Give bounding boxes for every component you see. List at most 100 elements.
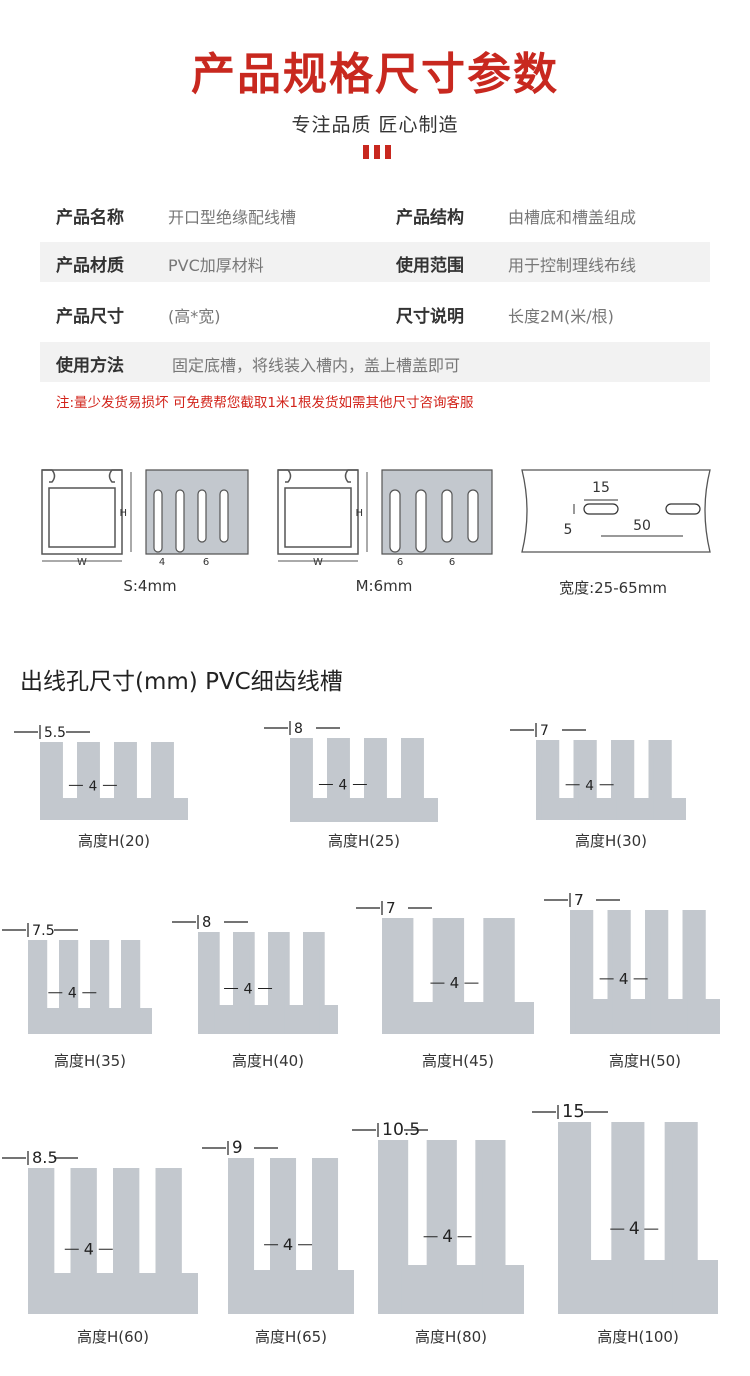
comb-height-label: 高度H(30) <box>574 832 648 850</box>
comb-tooth-neck <box>118 1194 134 1314</box>
top-width-label: 7.5 <box>32 923 55 939</box>
dimension-arrow <box>532 1105 608 1119</box>
dimension-arrow <box>352 1123 428 1137</box>
comb-tooth-neck <box>125 957 136 1034</box>
page-title: 产品规格尺寸参数 <box>191 49 559 100</box>
top-width-label: 10.5 <box>382 1120 420 1140</box>
dimension-arrow <box>264 721 340 735</box>
spec-row-2: 产品材质 PVC加厚材料 使用范围 用于控制理线布线 <box>40 242 710 282</box>
comb-base <box>228 1270 354 1314</box>
dimension-arrow <box>14 725 90 739</box>
m-bar-label: 6 <box>449 557 455 568</box>
comb-tooth-neck <box>482 1171 499 1314</box>
comb-base <box>536 798 686 820</box>
comb-height-label: 高度H(60) <box>76 1328 150 1346</box>
spec-key: 产品结构 <box>396 208 464 228</box>
comb-height-label: 高度H(25) <box>327 832 401 850</box>
comb-profile: 8.54 <box>2 1148 198 1314</box>
comb-tooth-neck <box>384 1171 402 1314</box>
comb-tooth-neck <box>32 957 43 1034</box>
top-width-label: 7 <box>540 723 549 739</box>
gap-label: 4 <box>283 1235 293 1254</box>
spec-key: 产品尺寸 <box>56 307 124 327</box>
w-label: W <box>313 557 323 568</box>
s-caption: S:4mm <box>123 577 177 595</box>
comb-base <box>378 1265 524 1314</box>
comb-profile: 154 <box>532 1101 718 1314</box>
s-bar-label: 6 <box>203 557 209 568</box>
spec-row-3: 产品尺寸 (高*宽) 尺寸说明 长度2M(米/根) <box>40 293 710 333</box>
spec-value: 固定底槽，将线装入槽内，盖上槽盖即可 <box>172 356 461 375</box>
hole-width-label: 15 <box>592 480 610 496</box>
comb-tooth-neck <box>653 754 667 820</box>
comb-height-label: 高度H(35) <box>53 1052 127 1070</box>
gap-label: 4 <box>339 778 348 794</box>
comb-tooth-neck <box>76 1194 91 1314</box>
comb-tooth-neck <box>616 754 630 820</box>
dimension-arrow <box>356 901 432 915</box>
comb-tooth-neck <box>578 754 592 820</box>
comb-tooth-neck <box>119 756 132 820</box>
comb-profile: 5.54 <box>14 725 188 820</box>
gap-label: 4 <box>619 970 629 988</box>
dimension-arrow <box>510 723 586 737</box>
top-width-label: 8 <box>202 914 211 931</box>
comb-tooth-neck <box>275 1186 291 1314</box>
comb-base <box>382 1002 534 1034</box>
spec-value: PVC加厚材料 <box>168 256 264 275</box>
comb-profile: 74 <box>544 891 720 1034</box>
page-subtitle: 专注品质 匠心制造 <box>291 114 459 136</box>
comb-tooth-neck <box>612 932 626 1034</box>
comb-tooth-neck <box>490 939 508 1034</box>
comb-base <box>40 798 188 820</box>
spec-key: 使用范围 <box>396 256 464 276</box>
comb-tooth-neck <box>63 957 74 1034</box>
hole-spacing-diagram: 15 5 50 <box>521 469 711 553</box>
gap-label: 4 <box>243 982 252 998</box>
shipping-note: 注:量少发货易损坏 可免费帮您截取1米1根发货如需其他尺寸咨询客服 <box>56 395 474 411</box>
comb-tooth-neck <box>618 1157 637 1314</box>
hole-height-label: 5 <box>564 522 573 538</box>
comb-height-label: 高度H(65) <box>254 1328 328 1346</box>
comb-tooth-neck <box>295 753 308 822</box>
gap-label: 4 <box>442 1226 453 1246</box>
comb-profile: 74 <box>510 723 686 820</box>
comb-height-label: 高度H(45) <box>421 1052 495 1070</box>
comb-tooth-neck <box>332 753 345 822</box>
m-caption: M:6mm <box>355 577 413 595</box>
dimension-arrow <box>544 893 620 907</box>
spec-row-1: 产品名称 开口型绝缘配线槽 产品结构 由槽底和槽盖组成 <box>40 194 710 234</box>
comb-profile: 74 <box>356 899 534 1034</box>
top-width-label: 9 <box>232 1138 243 1157</box>
spec-value: 长度2M(米/根) <box>508 307 614 326</box>
top-width-label: 15 <box>562 1101 585 1122</box>
comb-tooth-neck <box>406 753 419 822</box>
hole-pitch-label: 50 <box>633 518 651 534</box>
comb-tooth-neck <box>317 1186 333 1314</box>
comb-height-label: 高度H(40) <box>231 1052 305 1070</box>
comb-profile: 84 <box>172 914 338 1034</box>
m-gap-label: 6 <box>397 557 403 568</box>
comb-profile: 10.54 <box>352 1120 524 1314</box>
dimension-arrow <box>202 1141 278 1155</box>
dimension-arrow <box>172 915 248 929</box>
s-type-diagram: H W 4 6 <box>41 469 249 568</box>
spec-key: 产品名称 <box>56 208 124 228</box>
gap-label: 4 <box>89 778 98 794</box>
spec-value: (高*宽) <box>168 307 221 326</box>
comb-tooth-neck <box>82 756 95 820</box>
comb-tooth-neck <box>307 950 320 1034</box>
comb-tooth-neck <box>687 932 701 1034</box>
gap-label: 4 <box>585 778 594 794</box>
comb-tooth-neck <box>650 932 664 1034</box>
comb-tooth-neck <box>161 1194 176 1314</box>
comb-tooth-neck <box>439 939 458 1034</box>
comb-tooth-neck <box>233 1186 249 1314</box>
top-width-label: 7 <box>386 899 396 917</box>
spec-key: 尺寸说明 <box>396 307 464 327</box>
comb-height-label: 高度H(100) <box>597 1328 679 1346</box>
h-label: H <box>355 508 363 519</box>
spec-value: 用于控制理线布线 <box>508 256 637 275</box>
gap-label: 4 <box>450 974 459 992</box>
comb-profile: 94 <box>202 1138 354 1314</box>
